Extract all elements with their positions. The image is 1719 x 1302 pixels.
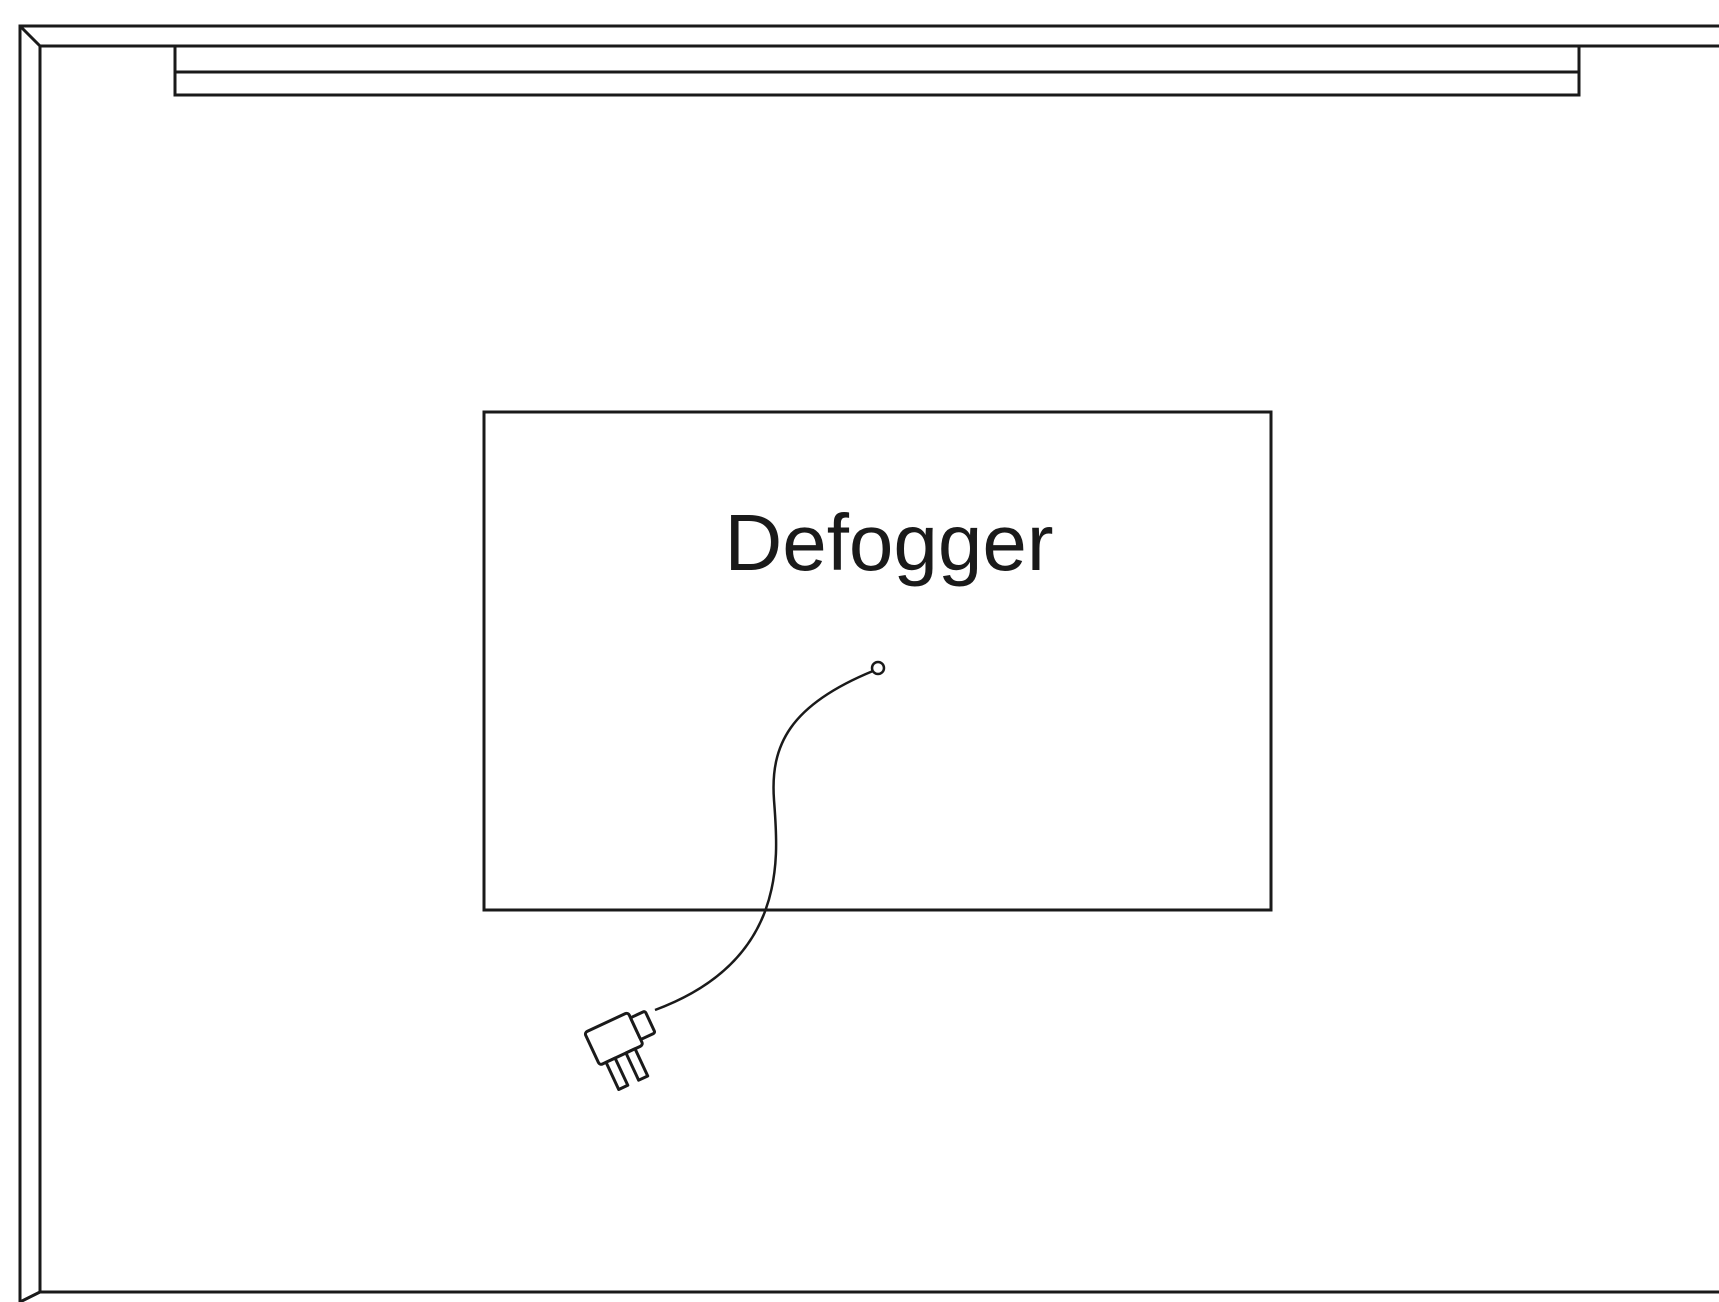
cord-wire <box>654 669 874 1012</box>
power-cord <box>654 660 886 1012</box>
defogger-label: Defogger <box>724 498 1053 587</box>
plug-icon <box>583 1010 657 1091</box>
cord-connection-point <box>870 660 886 676</box>
mirror-frame-bottom-bevel <box>19 1290 41 1302</box>
top-light-bar <box>173 44 1581 97</box>
defogger-pad-outline <box>482 410 1273 912</box>
mirror-frame <box>18 24 1719 1302</box>
plug-prong-left <box>604 1056 630 1091</box>
mirror-frame-outer <box>18 24 1719 1302</box>
mirror-frame-inner <box>38 44 1719 1292</box>
defogger-pad: Defogger <box>482 410 1273 912</box>
plug-strain-relief <box>629 1010 657 1041</box>
mirror-frame-top-bevel <box>18 24 42 48</box>
plug-prong-right <box>624 1047 650 1082</box>
